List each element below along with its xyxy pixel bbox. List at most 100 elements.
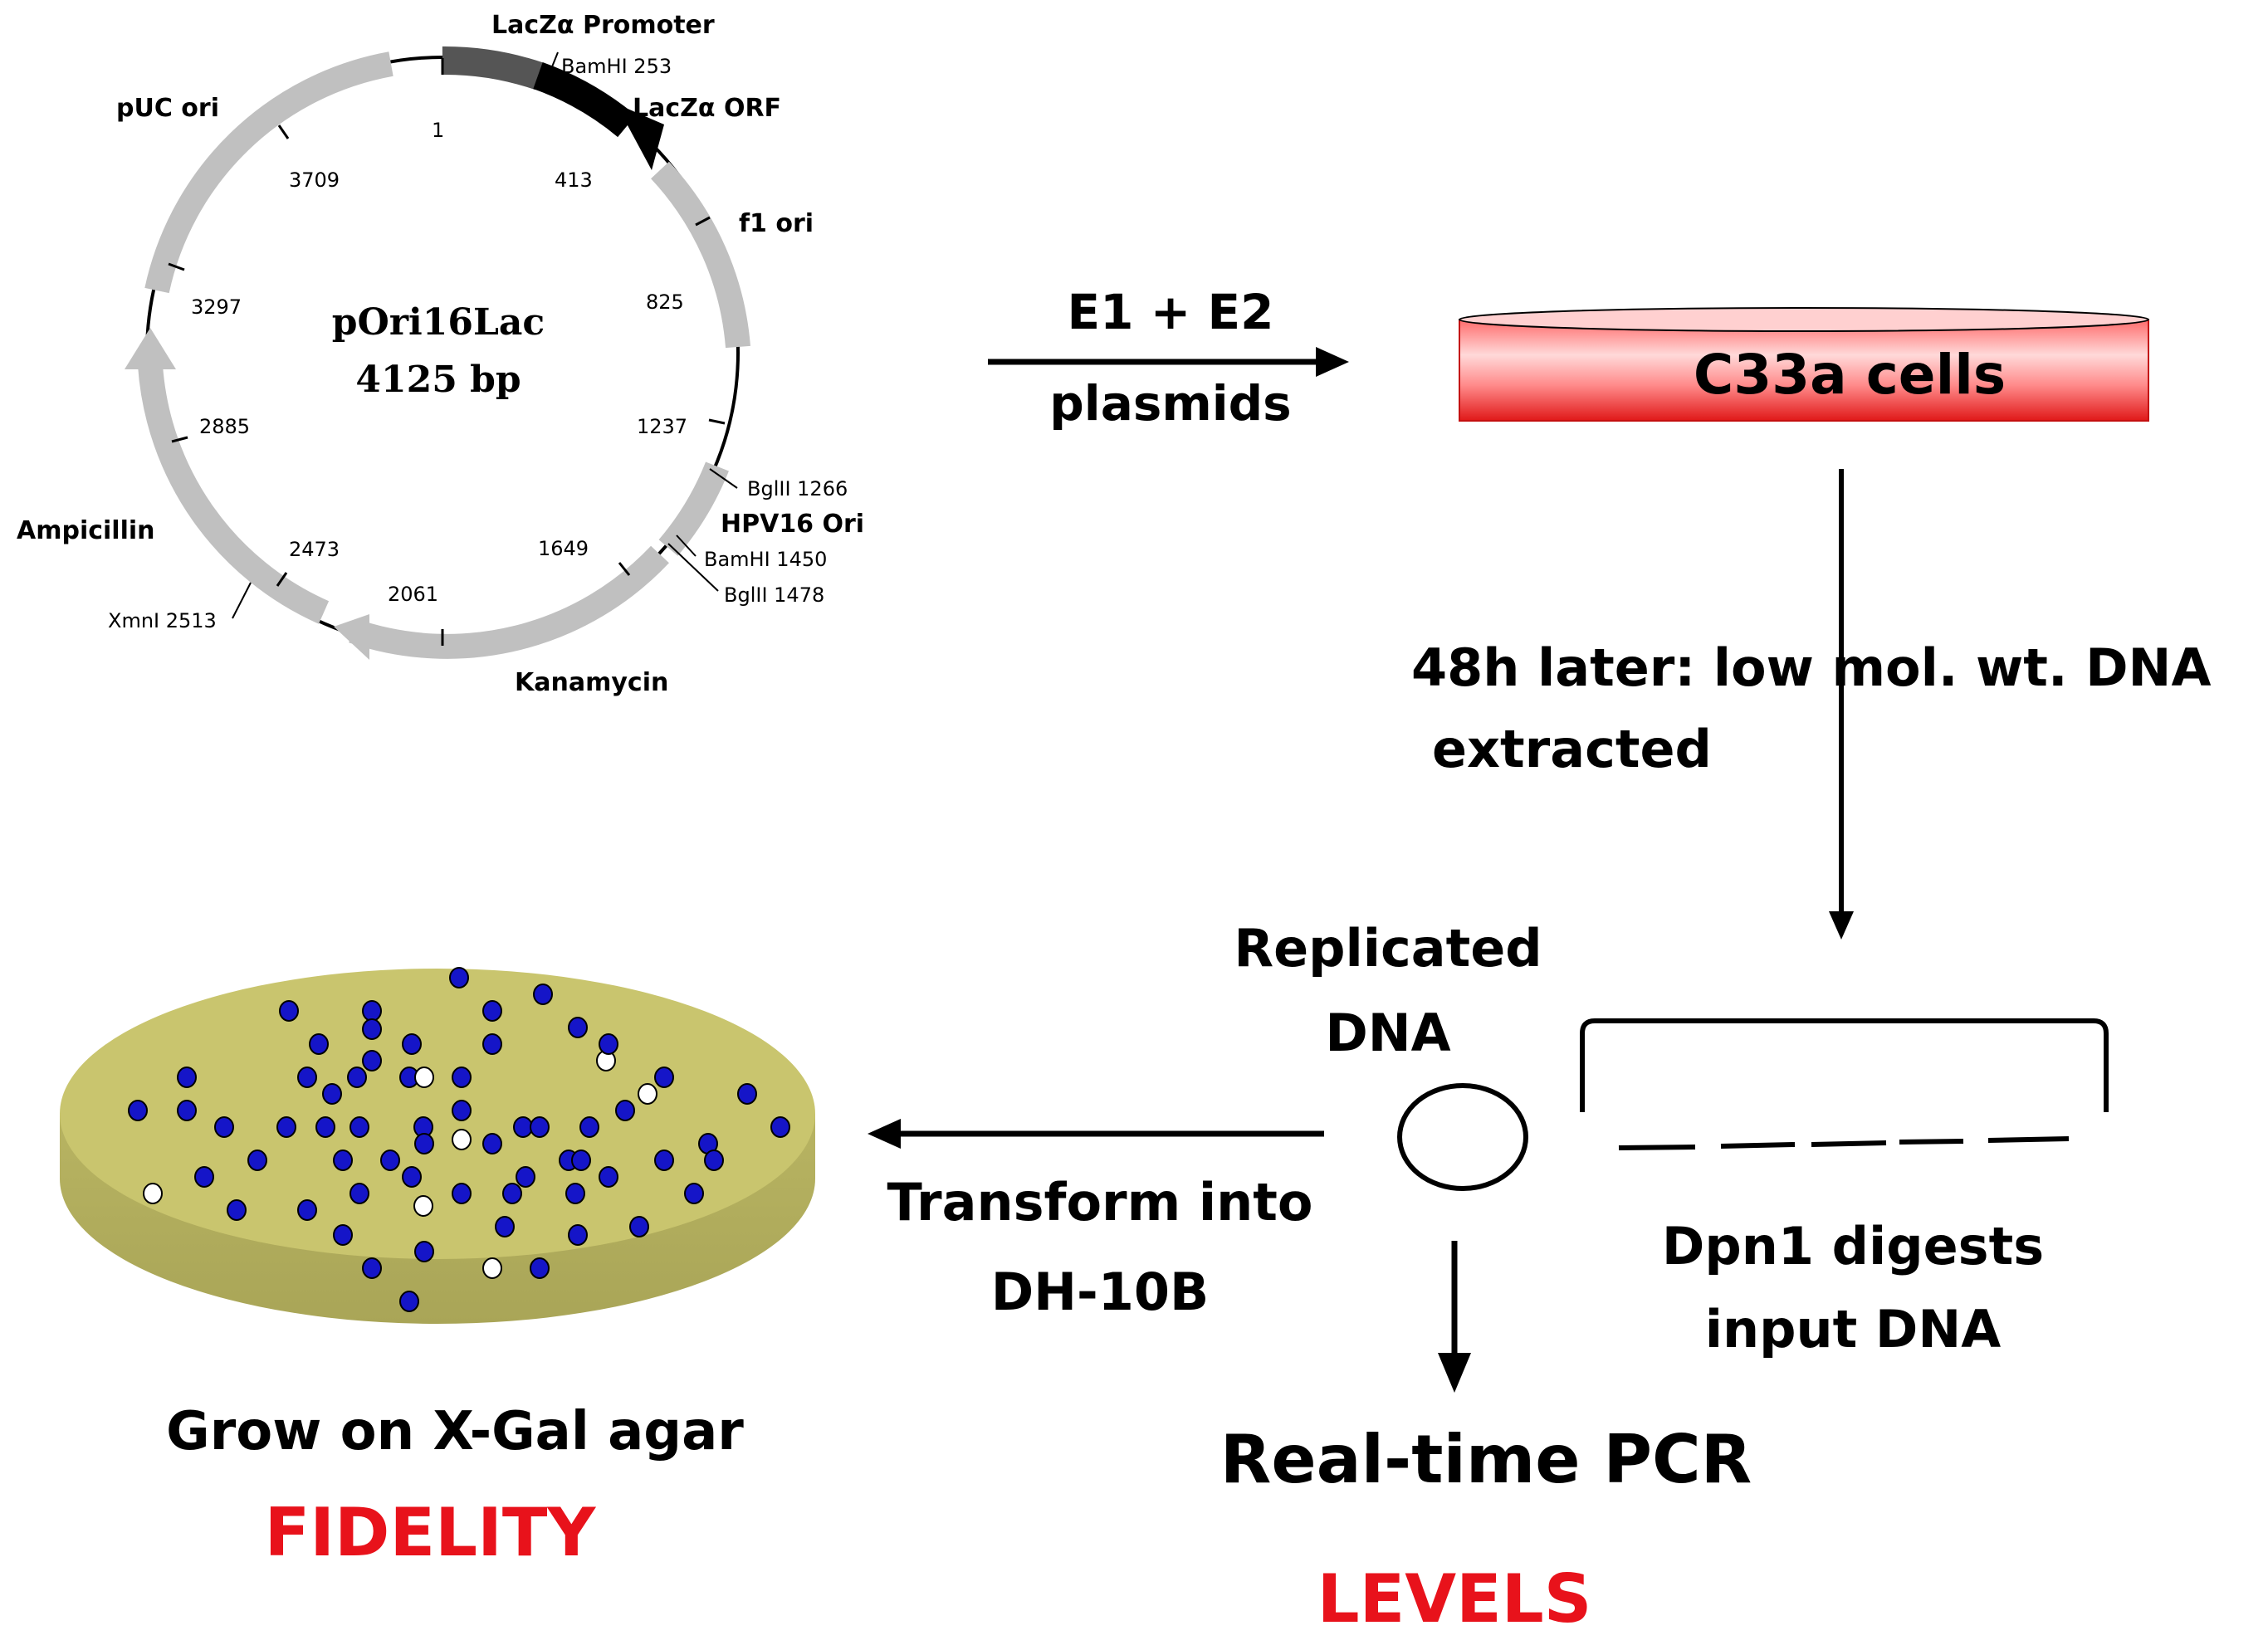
tick-label-2061: 2061 — [388, 583, 439, 606]
blue-colony — [362, 1257, 382, 1279]
blue-colony — [349, 1116, 369, 1138]
lacz-promoter-segment — [442, 46, 545, 90]
plasmids-label: plasmids — [1049, 375, 1292, 432]
plasmid-map — [125, 46, 750, 660]
transform-label-line1: Transform into — [887, 1172, 1313, 1233]
ampicillin-label: Ampicillin — [17, 516, 155, 545]
blue-colony — [568, 1017, 588, 1038]
plasmid-size: 4125 bp — [355, 359, 521, 401]
replicated-label-line2: DNA — [1325, 1003, 1451, 1063]
blue-colony — [380, 1150, 400, 1171]
ampicillin-segment — [138, 364, 330, 624]
c33a-cells-label: C33a cells — [1693, 343, 2006, 407]
grow-label: Grow on X-Gal agar — [166, 1401, 744, 1462]
blue-colony — [513, 1116, 533, 1138]
plasmid-ticks — [168, 58, 726, 646]
blue-colony — [452, 1183, 472, 1204]
transform-label-line2: DH-10B — [990, 1262, 1210, 1322]
white-colony — [452, 1129, 472, 1150]
blue-colony — [194, 1166, 214, 1188]
blue-colony — [482, 1000, 502, 1022]
blue-colony — [452, 1100, 472, 1121]
bamhi-253-label: BamHI 253 — [561, 55, 672, 78]
blue-colony — [516, 1166, 535, 1188]
blue-colony — [414, 1241, 434, 1262]
blue-colony — [177, 1100, 197, 1121]
arrow-to-cells-head — [1316, 347, 1349, 377]
blue-colony — [347, 1067, 367, 1088]
levels-label: LEVELS — [1317, 1560, 1592, 1638]
blue-colony — [684, 1183, 704, 1204]
blue-colony — [482, 1133, 502, 1154]
white-colony — [413, 1195, 433, 1217]
blue-colony — [615, 1100, 635, 1121]
blue-colony — [568, 1224, 588, 1246]
tick-label-2885: 2885 — [199, 415, 251, 438]
white-colony — [638, 1083, 657, 1105]
blue-colony — [362, 1018, 382, 1040]
tick-label-825: 825 — [646, 290, 684, 314]
f1-ori-label: f1 ori — [739, 209, 814, 238]
blue-colony — [629, 1216, 649, 1237]
dpn1-label-line1: Dpn1 digests — [1661, 1216, 2045, 1276]
agar-plate-top — [60, 969, 815, 1259]
real-time-pcr-label: Real-time PCR — [1220, 1421, 1752, 1498]
blue-colony — [599, 1033, 618, 1055]
site-leaders — [232, 51, 738, 619]
blue-colony — [530, 1116, 550, 1138]
blue-colony — [402, 1033, 422, 1055]
tick-label-413: 413 — [555, 168, 593, 192]
kanamycin-arrowhead — [334, 614, 369, 660]
arrow-to-pcr-head — [1438, 1353, 1471, 1393]
blue-colony — [214, 1116, 234, 1138]
tick-label-1237: 1237 — [637, 415, 688, 438]
hpv16-ori-segment — [658, 461, 729, 556]
blue-colony — [654, 1067, 674, 1088]
blue-colony — [279, 1000, 299, 1022]
xmni-2513-label: XmnI 2513 — [108, 609, 217, 632]
colonies — [128, 967, 790, 1312]
blue-colony — [502, 1183, 522, 1204]
arrows — [868, 347, 1854, 1393]
kanamycin-segment — [349, 545, 669, 659]
blue-colony — [737, 1083, 757, 1105]
cell-dish-body — [1459, 319, 2149, 422]
e1-e2-label: E1 + E2 — [1067, 284, 1274, 340]
blue-colony — [247, 1150, 267, 1171]
blue-colony — [362, 1050, 382, 1071]
blue-colony — [362, 1000, 382, 1022]
tick-label-3709: 3709 — [289, 168, 340, 192]
blue-colony — [565, 1183, 585, 1204]
blue-colony — [770, 1116, 790, 1138]
hpv16-ori-label: HPV16 Ori — [721, 510, 865, 539]
blue-colony — [414, 1133, 434, 1154]
bglii-1266-label: BglII 1266 — [747, 477, 848, 500]
puc-ori-segment — [144, 51, 393, 294]
digested-dna-fragments — [1618, 1136, 2070, 1150]
blue-colony — [297, 1199, 317, 1221]
blue-colony — [333, 1224, 353, 1246]
blue-colony — [309, 1033, 329, 1055]
f1-ori-segment — [650, 161, 750, 349]
blue-colony — [495, 1216, 515, 1237]
replicated-label-line1: Replicated — [1234, 918, 1542, 979]
blue-colony — [227, 1199, 247, 1221]
kanamycin-label: Kanamycin — [515, 668, 669, 697]
ampicillin-arrowhead — [125, 328, 176, 369]
blue-colony — [128, 1100, 148, 1121]
extract-label-line1: 48h later: low mol. wt. DNA — [1411, 637, 2212, 698]
tick-label-1: 1 — [432, 119, 445, 142]
blue-colony — [533, 984, 553, 1005]
blue-colony — [530, 1257, 550, 1279]
input-dna-bracket — [1580, 1018, 2109, 1112]
cell-dish-rim — [1459, 307, 2149, 332]
bglii-1478-label: BglII 1478 — [724, 583, 825, 607]
blue-colony — [571, 1150, 591, 1171]
blue-colony — [654, 1150, 674, 1171]
blue-colony — [579, 1116, 599, 1138]
blue-colony — [315, 1116, 335, 1138]
blue-colony — [276, 1116, 296, 1138]
lacz-orf-segment — [533, 61, 636, 138]
